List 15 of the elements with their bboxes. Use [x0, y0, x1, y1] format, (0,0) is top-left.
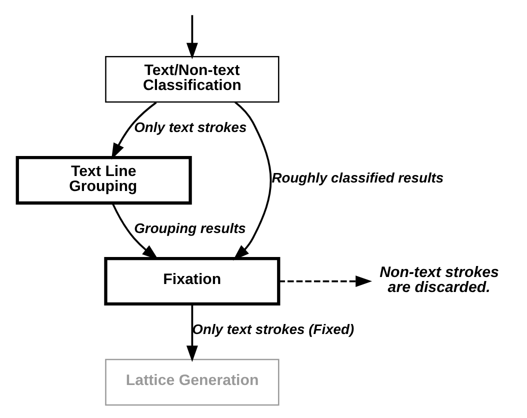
edge-label: Only text strokes: [134, 118, 247, 135]
node-text: Non-text strokes are discarded.: [380, 263, 499, 296]
arrow: [186, 14, 198, 59]
arrow: [186, 304, 198, 362]
arrow: [111, 101, 157, 160]
edge-label: Grouping results: [134, 220, 246, 236]
node-box: Text Line Grouping: [16, 156, 192, 204]
arrow: [112, 202, 158, 260]
arrow: [232, 100, 272, 260]
edge-label: Only text strokes (Fixed): [192, 320, 354, 337]
edge-label: Roughly classified results: [272, 169, 444, 186]
node-box: Lattice Generation: [105, 358, 280, 406]
arrow: [278, 275, 372, 287]
node-box: Fixation: [104, 256, 280, 306]
node-box: Text/Non-text Classification: [105, 55, 280, 102]
